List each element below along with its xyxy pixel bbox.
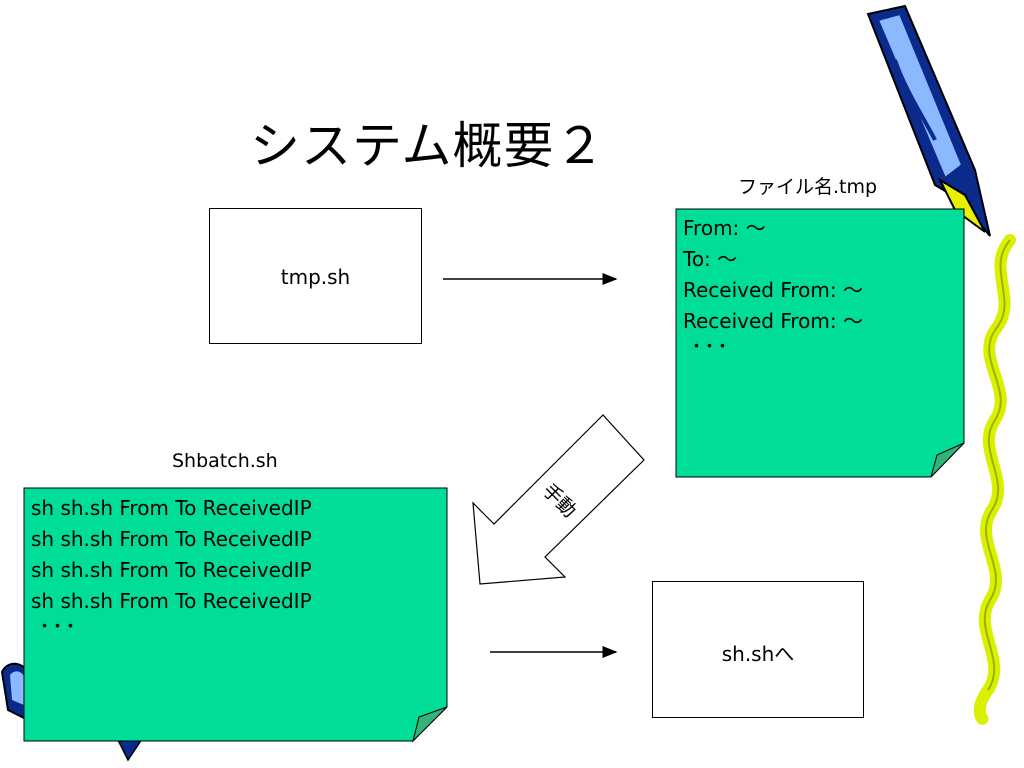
manual-arrow: 手動 (472, 414, 645, 585)
tmp-sh-box: tmp.sh (209, 208, 422, 344)
batch-line: sh sh.sh From To ReceivedIP (31, 558, 312, 582)
tmp-sh-label: tmp.sh (280, 265, 351, 289)
tmp-file-line: To: ～ (683, 247, 738, 271)
tmp-file-content: From: ～ To: ～ Received From: ～ Received … (683, 213, 863, 359)
batch-note (23, 487, 448, 743)
batch-line: sh sh.sh From To ReceivedIP (31, 527, 312, 551)
batch-line: sh sh.sh From To ReceivedIP (31, 589, 312, 613)
batch-ellipsis: ･･･ (39, 615, 79, 640)
sh-sh-box: sh.shへ (652, 581, 864, 718)
batch-content: sh sh.sh From To ReceivedIP sh sh.sh Fro… (31, 493, 312, 639)
tmp-file-line: Received From: ～ (683, 278, 863, 302)
sh-sh-label: sh.shへ (721, 642, 795, 666)
tmp-file-line: Received From: ～ (683, 309, 863, 333)
batch-file-label: Shbatch.sh (172, 450, 278, 472)
tmp-file-line: From: ～ (683, 216, 766, 240)
file-name-label: ファイル名.tmp (738, 176, 878, 198)
slide-title: システム概要２ (250, 117, 606, 175)
batch-line: sh sh.sh From To ReceivedIP (31, 496, 312, 520)
tmp-file-note (675, 208, 965, 478)
tmp-file-ellipsis: ･･･ (691, 335, 731, 360)
pen-icon (866, 4, 991, 237)
ribbon-decoration (973, 234, 1016, 725)
